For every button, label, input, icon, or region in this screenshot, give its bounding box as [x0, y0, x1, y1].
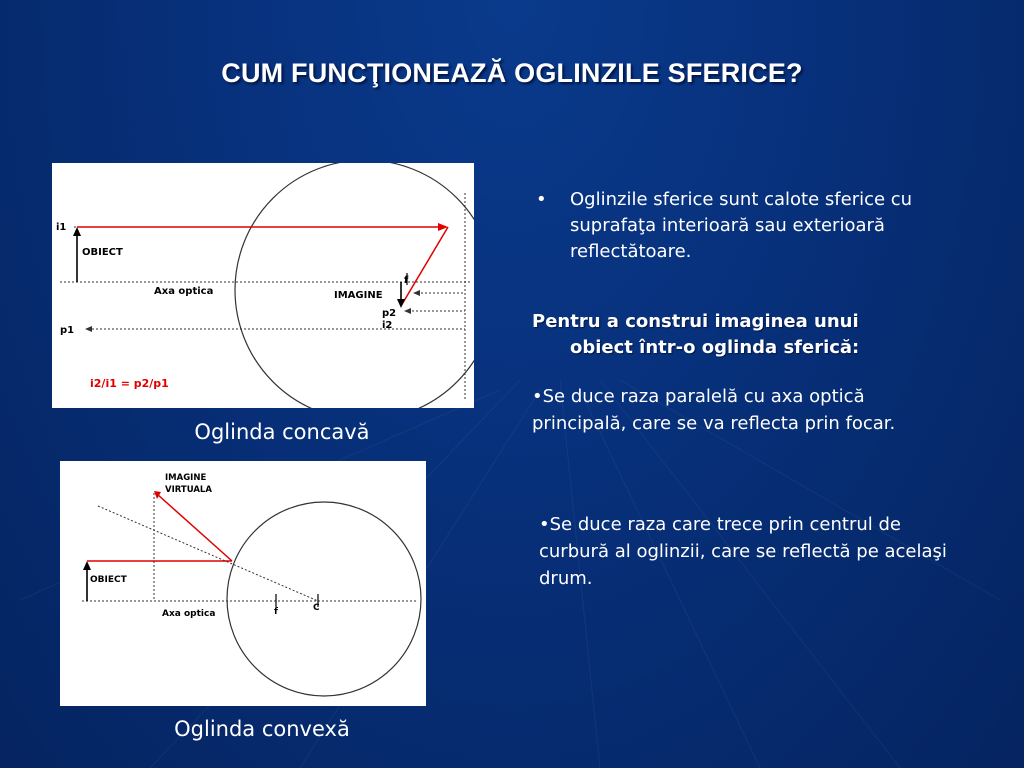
rule-center-ray: •Se duce raza care trece prin centrul de…: [539, 514, 947, 589]
bullet-definition: • Oglinzile sferice sunt calote sferice …: [536, 187, 976, 265]
construction-heading: Pentru a construi imaginea unui obiect î…: [532, 309, 972, 361]
slide-title: CUM FUNCŢIONEAZĂ OGLINZILE SFERICE?: [221, 58, 803, 88]
concave-mirror-circle: [234, 163, 474, 408]
label-object: OBIECT: [82, 247, 123, 258]
heading-line-1: Pentru a construi imaginea unui: [532, 311, 859, 332]
convex-mirror-circle: [226, 501, 422, 697]
label-c: C: [313, 603, 320, 613]
label-f: f: [404, 275, 409, 286]
label-f: f: [274, 607, 278, 617]
bullet-marker: •: [536, 189, 547, 210]
concave-mirror-diagram: i1 OBIECT Axa optica IMAGINE f p2 i2 p1 …: [52, 163, 474, 408]
rule-parallel-ray: •Se duce raza paralelă cu axa optică pri…: [532, 386, 896, 434]
label-p2: p2: [382, 308, 396, 319]
label-i2: i2: [382, 320, 392, 331]
label-axis: Axa optica: [154, 286, 213, 297]
concave-caption: Oglinda concavă: [194, 420, 370, 444]
label-image: IMAGINE: [334, 290, 383, 301]
concave-reflected-ray: [400, 226, 449, 307]
convex-mirror-diagram: IMAGINE VIRTUALA OBIECT Axa optica f C: [60, 461, 426, 706]
formula: i2/i1 = p2/p1: [90, 377, 169, 390]
label-object: OBIECT: [90, 575, 128, 585]
label-virtual-1: IMAGINE: [165, 473, 206, 483]
convex-reflected-ray: [156, 493, 233, 562]
label-axis: Axa optica: [162, 609, 215, 619]
heading-line-2: obiect într-o oglinda sferică:: [570, 337, 860, 358]
bullet-definition-text: Oglinzile sferice sunt calote sferice cu…: [570, 189, 913, 262]
label-i1: i1: [56, 222, 66, 233]
label-p1: p1: [60, 325, 74, 336]
convex-caption: Oglinda convexă: [174, 717, 350, 741]
label-virtual-2: VIRTUALA: [165, 485, 212, 495]
